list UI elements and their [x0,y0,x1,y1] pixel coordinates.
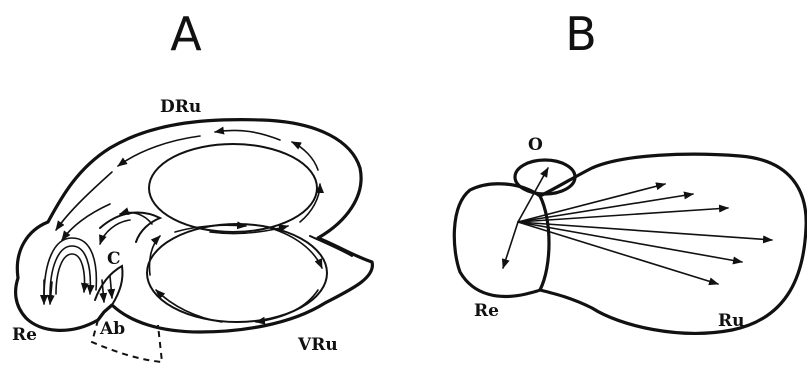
reticulum-down-arrow [110,276,112,298]
label-rumen: Ru [718,311,745,331]
rumen-body [540,154,806,333]
reticulum-loop-arrow [56,254,85,294]
panel-a-letter: A [170,7,202,61]
radiating-flow-arrow [518,222,772,240]
rumen-outline [16,120,373,332]
dorsal-flow-arrow [62,204,110,240]
panel-b-letter: B [565,7,597,61]
label-omasum: O [528,135,543,155]
label-ventral-rumen: VRu [297,335,338,355]
ventral-flow-arrow [156,290,222,322]
reticulo-rumen-fold [95,266,123,305]
panel-a: A DRu VRu [12,7,372,362]
ventral-flow-arrow [149,236,160,275]
reticulo-rumen-boundary [540,196,549,290]
label-reticulum: Re [12,325,37,345]
dorsal-flow-arrow [215,130,280,140]
reticulum-lobe [454,184,540,297]
cranial-fold [100,213,160,242]
dorsal-flow-arrow [56,172,112,230]
radiating-flow-arrow [518,208,728,222]
label-abomasum: Ab [99,319,125,339]
label-reticulum-b: Re [474,301,499,321]
ventral-flow-arrow [256,290,318,322]
caudal-fold [310,236,352,256]
label-dorsal-rumen: DRu [160,97,201,117]
omasum [515,160,575,194]
dorsal-sac-oval [149,144,317,232]
radiating-flow-arrow [503,222,518,268]
label-center: C [107,249,121,269]
panel-b: B O Re Ru [454,7,806,333]
